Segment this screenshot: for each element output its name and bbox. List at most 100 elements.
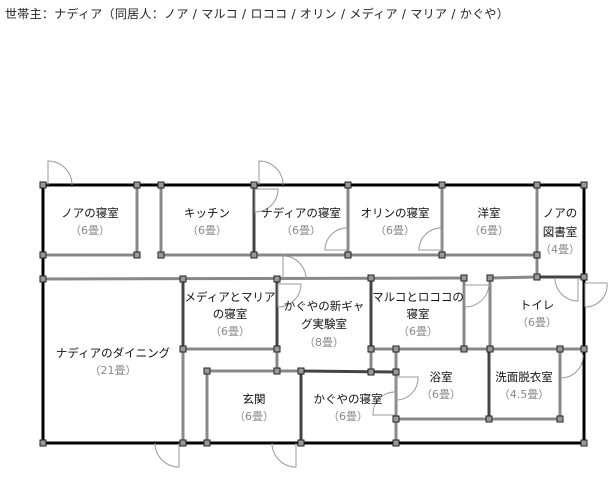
room-name: ノアの [543, 206, 578, 220]
room-name: キッチン [184, 206, 230, 220]
room-name: かぐやの新ギャ [284, 299, 365, 313]
room-toilet: トイレ （6畳） [517, 298, 557, 329]
door-icon [554, 277, 579, 302]
wall-node [203, 367, 211, 375]
room-name: メディアとマリア [185, 290, 276, 304]
door-icon [47, 160, 73, 186]
wall-node [203, 439, 211, 447]
room-kaguya-bedroom: かぐやの寝室 （6畳） [314, 392, 383, 423]
wall-node [367, 274, 375, 282]
room-name: の寝室 [213, 307, 248, 321]
room-name: 図書室 [543, 225, 578, 239]
room-area: （6畳） [328, 410, 368, 423]
interior-walls [42, 185, 584, 443]
wall-node [392, 368, 400, 376]
door-icon [372, 391, 396, 416]
wall-node [485, 415, 493, 423]
room-name: 寝室 [407, 307, 430, 321]
door-icon [584, 282, 608, 308]
room-area: （4.5畳） [499, 388, 550, 401]
room-area: （6畳） [187, 224, 227, 237]
room-dressing: 洗面脱衣室 （4.5畳） [495, 370, 553, 401]
door-icon [464, 284, 490, 308]
room-name: かぐやの寝室 [314, 392, 383, 406]
exterior-wall [41, 183, 586, 445]
wall-node [179, 345, 187, 353]
room-area: （6畳） [421, 388, 461, 401]
door-icon [395, 376, 419, 401]
wall-node [438, 251, 446, 259]
room-orin-bedroom: オリンの寝室 （6畳） [361, 206, 430, 237]
wall-node [533, 273, 541, 281]
room-entrance: 玄関 （6畳） [234, 392, 274, 423]
wall-node [392, 345, 400, 353]
wall-node [344, 181, 352, 189]
door-icon [324, 227, 348, 251]
wall-node [273, 345, 281, 353]
room-noa-bedroom: ノアの寝室 （6畳） [61, 206, 119, 237]
wall-node [580, 345, 588, 353]
room-name: ナディアのダイニング [56, 346, 171, 360]
room-area: （6畳） [234, 410, 274, 423]
room-kitchen: キッチン （6畳） [184, 206, 230, 237]
wall-node [460, 274, 468, 282]
wall-node [533, 181, 541, 189]
wall-node [438, 181, 446, 189]
room-area: （6畳） [398, 325, 438, 338]
door-icon [254, 188, 279, 213]
room-area: （6畳） [70, 224, 110, 237]
doors [47, 160, 608, 468]
wall-node [486, 274, 494, 282]
wall-node [39, 251, 47, 259]
wall-node [556, 345, 564, 353]
wall-node [39, 439, 47, 447]
wall-node [580, 273, 588, 281]
room-area: （6畳） [517, 316, 557, 329]
door-icon [560, 355, 584, 379]
wall-node [250, 251, 258, 259]
wall-node [179, 439, 187, 447]
wall-node [133, 181, 141, 189]
wall-node [297, 439, 305, 447]
room-area: （4畳） [540, 243, 580, 256]
room-bathroom: 浴室 （6畳） [421, 370, 461, 401]
wall-node [367, 368, 375, 376]
householder-title: 世帯主：ナディア（同居人：ノア / マルコ / ロココ / オリン / メディア… [5, 7, 510, 21]
door-icon [282, 255, 307, 280]
room-name: ナディアの寝室 [261, 206, 341, 220]
room-area: （6畳） [469, 224, 509, 237]
wall-node [157, 181, 165, 189]
room-area: （6畳） [375, 224, 415, 237]
room-media-maria-bedroom: メディアとマリア の寝室 （6畳） [185, 290, 276, 338]
wall-node [273, 275, 281, 283]
wall-node [297, 367, 305, 375]
room-area: （8畳） [304, 336, 344, 349]
wall-node [39, 275, 47, 283]
room-area: （21畳） [90, 364, 137, 377]
room-western: 洋室 （6畳） [469, 206, 509, 237]
wall-node [157, 251, 165, 259]
room-area: （6畳） [281, 224, 321, 237]
door-icon [258, 160, 284, 186]
door-icon [271, 442, 297, 468]
room-kaguya-lab: かぐやの新ギャ グ実験室 （8畳） [284, 299, 365, 349]
room-name: オリンの寝室 [361, 206, 430, 220]
wall-node [179, 275, 187, 283]
door-icon [154, 442, 180, 468]
wall-node [580, 439, 588, 447]
wall-node [273, 367, 281, 375]
room-nadia-dining: ナディアのダイニング （21畳） [56, 346, 171, 377]
wall-nodes [39, 181, 588, 447]
room-name: グ実験室 [301, 317, 347, 331]
door-icon [277, 283, 302, 308]
wall-node [486, 345, 494, 353]
room-nadia-bedroom: ナディアの寝室 （6畳） [261, 206, 341, 237]
room-name: 洋室 [478, 206, 501, 220]
wall-node [460, 345, 468, 353]
room-name: 玄関 [243, 392, 266, 406]
room-name: 浴室 [430, 370, 453, 384]
wall-node [250, 181, 258, 189]
wall-node [39, 181, 47, 189]
wall-node [133, 251, 141, 259]
